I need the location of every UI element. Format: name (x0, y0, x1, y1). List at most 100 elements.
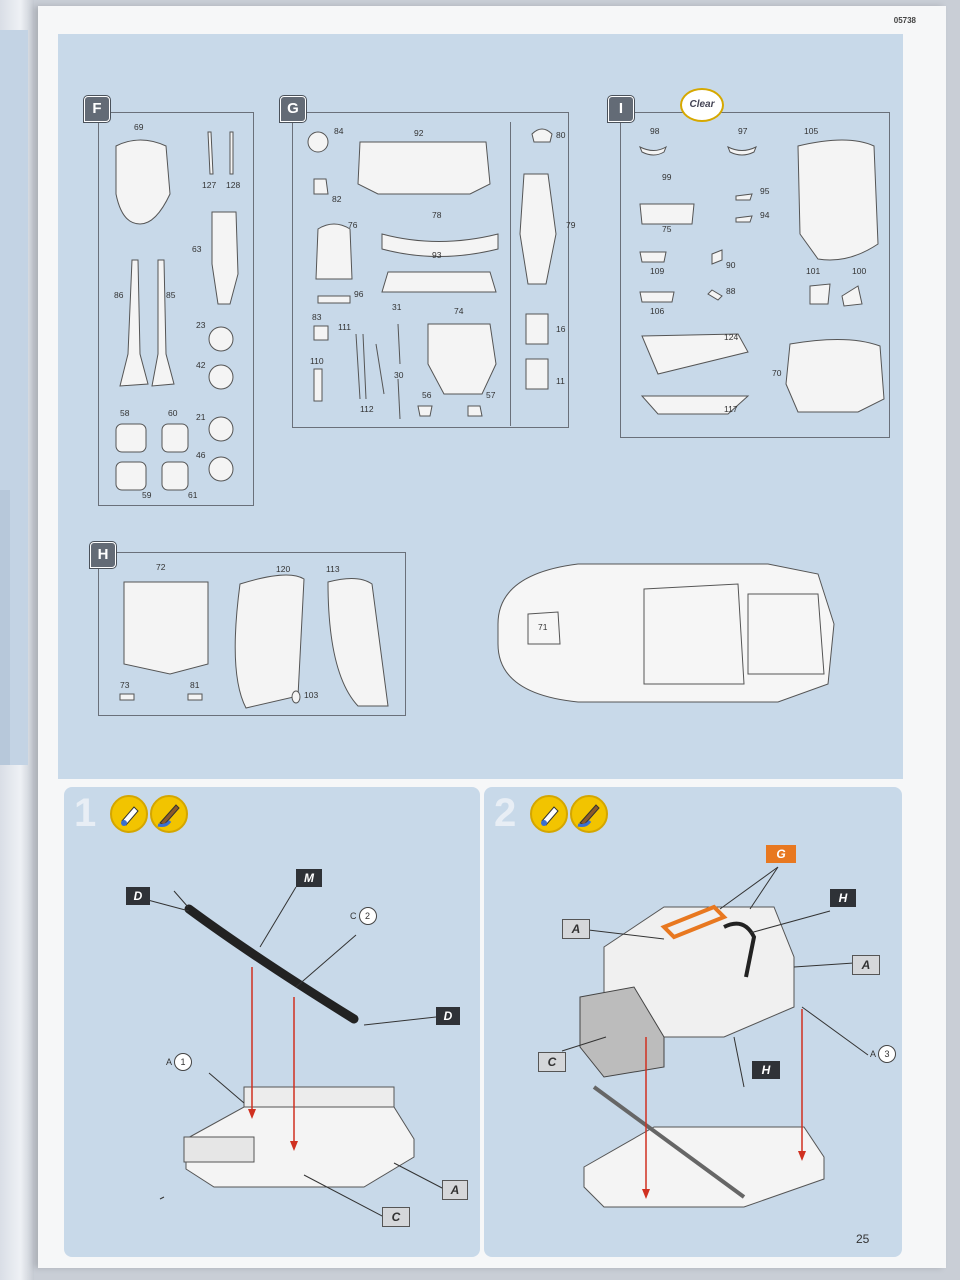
part-105 (797, 139, 879, 261)
callout-number: 1 (174, 1053, 193, 1071)
part-70 (785, 339, 885, 413)
part-label: 85 (166, 290, 176, 300)
part-label: 80 (556, 130, 566, 140)
part-label: 93 (432, 250, 442, 260)
part-88 (707, 289, 723, 301)
part-label: 95 (760, 186, 770, 196)
part-58 (115, 423, 147, 453)
brush-icon (570, 795, 608, 833)
flag-m: M (296, 869, 322, 887)
part-label: 56 (422, 390, 432, 400)
part-label: 111 (338, 322, 351, 332)
part-61 (161, 461, 189, 491)
part-11 (525, 358, 549, 390)
part-label: 103 (304, 690, 319, 700)
callout-prefix: C (350, 911, 357, 921)
part-95 (735, 193, 753, 201)
part-83 (313, 325, 329, 341)
part-59 (115, 461, 147, 491)
part-23 (208, 326, 234, 352)
part-label: 97 (738, 126, 748, 136)
part-90 (711, 249, 723, 265)
part-111 (355, 333, 367, 400)
flag-g: G (766, 845, 796, 863)
part-label: 117 (724, 404, 738, 414)
part-label: 113 (326, 564, 340, 574)
part-label: 73 (120, 680, 130, 690)
part-106 (639, 291, 675, 303)
part-label: 99 (662, 172, 672, 182)
part-86 (119, 259, 149, 387)
part-label: 74 (454, 306, 464, 316)
part-label: 72 (156, 562, 166, 572)
part-63 (211, 211, 239, 305)
part-57 (467, 405, 483, 417)
previous-page-edge (0, 0, 34, 1280)
flag-c: C (382, 1207, 410, 1227)
part-73 (119, 693, 135, 701)
part-30 (397, 378, 401, 420)
part-101 (809, 283, 831, 305)
part-label: 81 (190, 680, 200, 690)
part-label: 42 (196, 360, 206, 370)
flag-a: A (852, 955, 880, 975)
part-85 (151, 259, 175, 387)
flag-a: A (442, 1180, 468, 1200)
part-21 (208, 416, 234, 442)
part-93 (381, 271, 497, 293)
brush-icon (150, 795, 188, 833)
part-75 (639, 203, 695, 225)
part-battery (579, 986, 665, 1078)
part-label: 90 (726, 260, 736, 270)
part-127 (207, 131, 214, 175)
part-76 (315, 223, 353, 280)
sprue-f-badge: F (84, 96, 110, 122)
part-98 (639, 145, 668, 156)
callout-number: 2 (358, 907, 377, 925)
part-84 (307, 131, 329, 153)
part-label: 59 (142, 490, 152, 500)
parts-drawings (115, 128, 885, 709)
part-label: 16 (556, 324, 566, 334)
flag-h: H (752, 1061, 780, 1079)
part-label: 82 (332, 194, 342, 204)
part-label: 23 (196, 320, 206, 330)
part-16 (525, 313, 549, 345)
part-110 (313, 368, 323, 402)
page-number: 25 (856, 1232, 870, 1246)
part-label: 30 (394, 370, 404, 380)
part-label: 21 (196, 412, 206, 422)
part-128 (229, 131, 234, 175)
callout-prefix: A (166, 1057, 173, 1067)
part-frame-orange (660, 904, 728, 940)
part-46 (208, 456, 234, 482)
part-label: 46 (196, 450, 206, 460)
sprue-f-frame (98, 112, 254, 506)
part-82 (313, 178, 329, 195)
part-103 (291, 690, 301, 704)
part-72 (123, 581, 209, 675)
part-label: 110 (310, 356, 324, 366)
part-label: 60 (168, 408, 178, 418)
part-label: 71 (538, 622, 548, 632)
flag-d: D (436, 1007, 460, 1025)
sprue-h-frame (98, 552, 406, 716)
part-96 (317, 295, 351, 304)
part-label: 100 (852, 266, 867, 276)
flag-a: A (562, 919, 590, 939)
paint-icon (110, 795, 148, 833)
part-92 (357, 141, 491, 195)
step-2-number: 2 (494, 791, 517, 835)
callout-prefix: A (870, 1049, 877, 1059)
callout-number: 3 (878, 1045, 897, 1063)
part-78 (381, 233, 499, 257)
part-label: 63 (192, 244, 202, 254)
sprue-i-badge: I (608, 96, 634, 122)
sprue-g-badge: G (280, 96, 306, 122)
sprue-g-frame (292, 112, 569, 428)
part-label: 61 (188, 490, 198, 500)
part-label: 84 (334, 126, 344, 136)
part-80 (531, 128, 553, 143)
